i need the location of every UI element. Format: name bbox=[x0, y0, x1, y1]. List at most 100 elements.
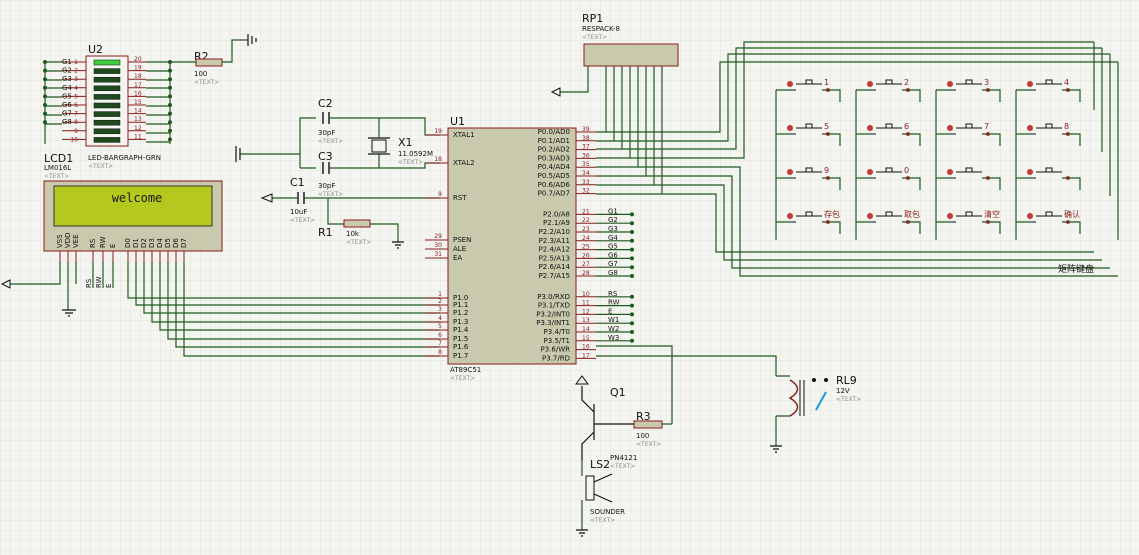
key-switch-symbol bbox=[870, 211, 908, 223]
junction-dot bbox=[630, 321, 634, 326]
ls2-part: SOUNDER bbox=[590, 508, 625, 516]
r2-text: <TEXT> bbox=[194, 79, 219, 86]
supply-battery-icon bbox=[247, 34, 257, 46]
key-label: 5 bbox=[824, 122, 829, 131]
u1-left-pin-num: 5 bbox=[438, 323, 442, 330]
keypad-key[interactable]: 确认 bbox=[1016, 209, 1081, 234]
resistor-r3[interactable]: R3 100 <TEXT> bbox=[633, 410, 663, 448]
lcd-ctrl-stubs bbox=[92, 262, 114, 288]
u2-left-pin-num: 4 bbox=[74, 85, 78, 92]
keypad-key[interactable] bbox=[1016, 167, 1081, 190]
rl9-ground-icon bbox=[770, 445, 782, 453]
u1-left-pin-num: 7 bbox=[438, 340, 442, 347]
u1-left-pin-name: ALE bbox=[453, 245, 466, 253]
key-contact-left bbox=[1027, 125, 1033, 131]
key-label: 2 bbox=[904, 78, 909, 87]
keypad-key[interactable]: 存包 bbox=[776, 209, 841, 234]
capacitor-c1[interactable]: C1 10uF <TEXT> bbox=[290, 176, 315, 224]
sounder-ls2[interactable]: LS2 SOUNDER <TEXT> bbox=[585, 458, 625, 524]
u2-left-pin-label: G7 bbox=[62, 110, 72, 118]
relay-rl9[interactable]: RL9 12V <TEXT> bbox=[788, 374, 861, 417]
u2-left-pin-label: G2 bbox=[62, 67, 72, 75]
r1-ref: R1 bbox=[318, 226, 333, 239]
u1-right-pin-name: P2.5/A13 bbox=[539, 254, 570, 262]
rl9-text: <TEXT> bbox=[836, 396, 861, 403]
key-switch-symbol bbox=[790, 167, 828, 179]
r2-body bbox=[195, 58, 223, 67]
junction-dot bbox=[630, 247, 634, 252]
ls2-text: <TEXT> bbox=[590, 517, 615, 524]
u1-right-pin-name: P3.0/RXD bbox=[537, 293, 570, 301]
keypad-key[interactable]: 清空 bbox=[936, 209, 1001, 234]
transistor-q1[interactable]: Q1 PN4121 <TEXT> bbox=[581, 386, 637, 470]
u1-left-pin-name: P1.6 bbox=[453, 343, 469, 351]
u2-ref: U2 bbox=[88, 43, 103, 56]
key-contact-left bbox=[787, 213, 793, 219]
keypad-key[interactable]: 7 bbox=[936, 122, 1001, 146]
u1-right-pin-name: P0.2/AD2 bbox=[538, 146, 570, 154]
lcd1-pin-label: VDD bbox=[64, 232, 72, 248]
u1-left-pin-name: P1.0 bbox=[453, 294, 468, 302]
p3-net-label: RS bbox=[608, 290, 618, 298]
junction-dot bbox=[630, 265, 634, 270]
key-wire bbox=[776, 177, 841, 190]
keypad-key[interactable]: 5 bbox=[776, 122, 841, 146]
lcd1-pin-label: D3 bbox=[148, 238, 156, 248]
u1-right-pin-num: 34 bbox=[582, 170, 590, 177]
resistor-r1[interactable]: R1 10k <TEXT> bbox=[318, 219, 371, 246]
respack-rp1[interactable]: RP1 RESPACK-8 <TEXT> bbox=[582, 12, 679, 67]
u1-right-pin-name: P3.3/INT1 bbox=[536, 319, 570, 327]
crystal-x1[interactable]: X1 11.0592M <TEXT> bbox=[368, 136, 433, 166]
key-wire bbox=[776, 89, 841, 102]
junction-dot bbox=[630, 230, 634, 234]
keypad-key[interactable]: 6 bbox=[856, 122, 921, 146]
lcd1-pin-label: E bbox=[109, 244, 117, 248]
c1-value: 10uF bbox=[290, 208, 307, 216]
rp1-body bbox=[583, 43, 679, 67]
rp1-power-arrow-icon bbox=[550, 87, 561, 97]
u2-left-pin-num: 3 bbox=[74, 76, 78, 83]
u1-right-pin-num: 10 bbox=[582, 291, 590, 298]
key-switch-symbol bbox=[870, 123, 908, 135]
u2-segment bbox=[93, 119, 121, 126]
key-wire bbox=[856, 89, 921, 102]
r1-text: <TEXT> bbox=[346, 239, 371, 246]
key-wire bbox=[936, 89, 1001, 102]
keypad-key[interactable]: 2 bbox=[856, 78, 921, 102]
r2-value: 100 bbox=[194, 70, 207, 78]
u1-right-pin-name: P3.1/TXD bbox=[538, 302, 570, 310]
lcd1-pin-label: D5 bbox=[164, 238, 172, 248]
resistor-r2[interactable]: R2 100 <TEXT> bbox=[194, 50, 223, 86]
u2-right-pin-num: 15 bbox=[134, 99, 142, 106]
u1-right-pin-num: 28 bbox=[582, 270, 590, 277]
junction-dot bbox=[630, 303, 634, 308]
u2-left-pin-num: 8 bbox=[74, 119, 78, 126]
u2-left-pin-label: G3 bbox=[62, 75, 72, 83]
keypad-key[interactable]: 9 bbox=[776, 166, 841, 190]
q1-ref: Q1 bbox=[610, 386, 626, 399]
rl9-contact-nc bbox=[824, 378, 828, 382]
key-switch-symbol bbox=[1030, 167, 1068, 179]
ls2-horn-icon bbox=[593, 473, 613, 503]
crystal-wires bbox=[240, 117, 440, 169]
keypad-key[interactable]: 1 bbox=[776, 78, 841, 102]
key-wire bbox=[1016, 221, 1081, 234]
u1-right-pin-num: 17 bbox=[582, 352, 590, 359]
key-wire bbox=[936, 133, 1001, 146]
keypad-key[interactable]: 0 bbox=[856, 166, 921, 190]
lcd1-ref: LCD1 bbox=[44, 152, 73, 165]
u2-right-pin-num: 17 bbox=[134, 82, 142, 89]
keypad-key[interactable]: 3 bbox=[936, 78, 1001, 102]
u2-left-pin-label: G5 bbox=[62, 92, 72, 100]
keypad-key[interactable]: 取包 bbox=[856, 209, 921, 234]
keypad-key[interactable]: 4 bbox=[1016, 78, 1081, 102]
u2-right-pin-num: 11 bbox=[134, 133, 142, 140]
keypad-key[interactable] bbox=[936, 167, 1001, 190]
u1-right-pin-name: P2.1/A9 bbox=[543, 219, 570, 227]
u1-right-pin-name: P3.2/INT0 bbox=[536, 310, 570, 318]
keypad-key[interactable]: 8 bbox=[1016, 122, 1081, 146]
